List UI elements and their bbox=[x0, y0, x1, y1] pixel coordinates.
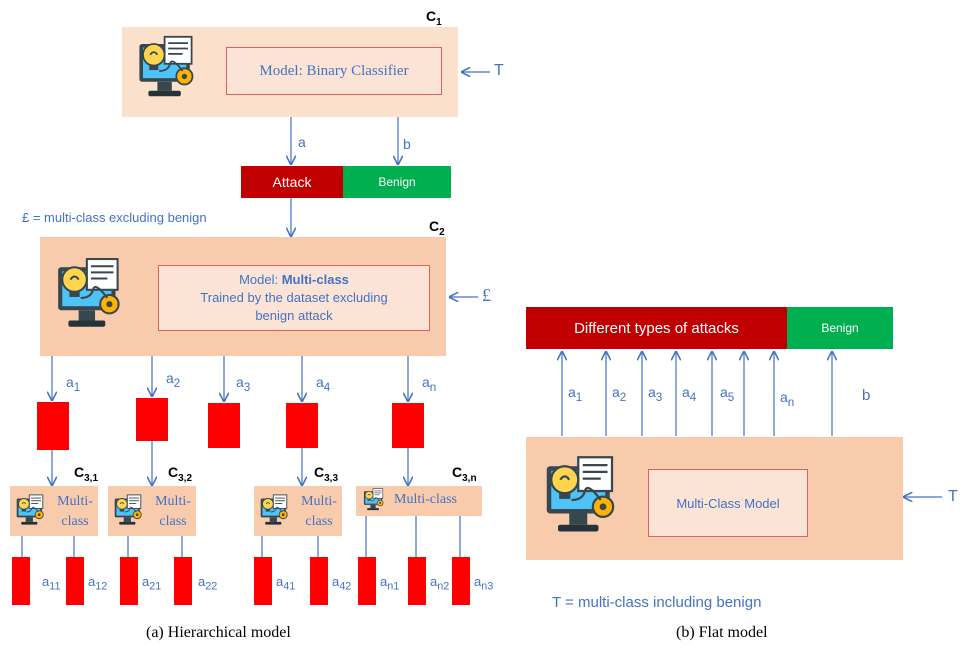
leaf-label-a22: a22 bbox=[198, 574, 218, 593]
leaf-label-an3: an3 bbox=[474, 574, 494, 593]
caption-flat: (b) Flat model bbox=[676, 624, 768, 641]
c32-label: C3,2 bbox=[168, 464, 193, 484]
leaf-block bbox=[452, 557, 470, 605]
leaf-label-an2: an2 bbox=[430, 574, 450, 593]
ai-computer-icon bbox=[540, 455, 630, 545]
c2-model-label: Model: Multi-class Trained by the datase… bbox=[158, 265, 430, 331]
flat-model-box: Multi-Class Model bbox=[526, 437, 903, 560]
c33-box: Multi-class bbox=[254, 486, 342, 536]
benign-block-flat: Benign bbox=[787, 307, 893, 349]
c31-label: C3,1 bbox=[74, 464, 99, 484]
leaf-label-a21: a21 bbox=[142, 574, 162, 593]
c2-input-pound: £ bbox=[482, 285, 491, 305]
leaf-block bbox=[12, 557, 30, 605]
arrow-label-a3: a3 bbox=[236, 374, 251, 394]
leaf-label-a11: a11 bbox=[42, 574, 61, 593]
leaf-label-an1: an1 bbox=[380, 574, 400, 593]
leaf-block bbox=[358, 557, 376, 605]
c31-box: Multi-class bbox=[10, 486, 98, 536]
c2-box: Model: Multi-class Trained by the datase… bbox=[40, 237, 446, 356]
arrow-b-label: b bbox=[403, 136, 411, 152]
class-block bbox=[392, 403, 424, 448]
flat-model-label: Multi-Class Model bbox=[648, 469, 808, 537]
leaf-block bbox=[120, 557, 138, 605]
attack-types-block: Different types of attacks bbox=[526, 307, 787, 349]
t-definition: T = multi-class including benign bbox=[552, 594, 762, 611]
c32-model-label: Multi-class bbox=[155, 494, 191, 529]
ai-computer-icon bbox=[52, 257, 134, 339]
class-block bbox=[208, 403, 240, 448]
arrow-label-an: an bbox=[422, 374, 437, 394]
ai-computer-icon bbox=[14, 494, 50, 530]
attack-block: Attack bbox=[241, 166, 343, 198]
ai-computer-icon bbox=[134, 35, 206, 107]
c3n-model-label: Multi-class bbox=[394, 492, 457, 507]
class-block bbox=[37, 402, 69, 450]
flat-arrow-a3: a3 bbox=[648, 384, 663, 404]
c32-box: Multi-class bbox=[108, 486, 196, 536]
c31-model-label: Multi-class bbox=[57, 494, 93, 529]
leaf-block bbox=[174, 557, 192, 605]
c33-model-label: Multi-class bbox=[301, 494, 337, 529]
c1-label: C1 bbox=[426, 8, 442, 28]
pound-definition: £ = multi-class excluding benign bbox=[22, 210, 207, 225]
ai-computer-icon bbox=[362, 488, 388, 514]
c1-input-t: T bbox=[494, 62, 504, 79]
c33-label: C3,3 bbox=[314, 464, 339, 484]
flat-arrow-a4: a4 bbox=[682, 384, 697, 404]
flat-arrow-a5: a5 bbox=[720, 384, 735, 404]
arrow-label-a1: a1 bbox=[66, 374, 81, 394]
leaf-block bbox=[310, 557, 328, 605]
leaf-block bbox=[254, 557, 272, 605]
flat-arrow-an: an bbox=[780, 389, 795, 409]
benign-block: Benign bbox=[343, 166, 451, 198]
leaf-label-a42: a42 bbox=[332, 574, 352, 593]
arrow-a-label: a bbox=[298, 134, 306, 150]
c2-label: C2 bbox=[429, 218, 445, 238]
leaf-block bbox=[408, 557, 426, 605]
arrow-label-a4: a4 bbox=[316, 374, 331, 394]
c3n-box: Multi-class bbox=[356, 486, 482, 516]
class-block bbox=[286, 403, 318, 448]
flat-arrow-b: b bbox=[862, 387, 871, 404]
ai-computer-icon bbox=[258, 494, 294, 530]
flat-input-t: T bbox=[948, 488, 958, 505]
ai-computer-icon bbox=[112, 494, 148, 530]
flat-arrow-a2: a2 bbox=[612, 384, 627, 404]
leaf-block bbox=[66, 557, 84, 605]
c1-model-label: Model: Binary Classifier bbox=[226, 47, 442, 95]
leaf-label-a41: a41 bbox=[276, 574, 296, 593]
c1-box: Model: Binary Classifier bbox=[122, 27, 458, 117]
class-block bbox=[136, 398, 168, 441]
flat-arrow-a1: a1 bbox=[568, 384, 583, 404]
c3n-label: C3,n bbox=[452, 464, 477, 484]
caption-hierarchical: (a) Hierarchical model bbox=[146, 624, 291, 641]
leaf-label-a12: a12 bbox=[88, 574, 108, 593]
arrow-label-a2: a2 bbox=[166, 370, 181, 390]
